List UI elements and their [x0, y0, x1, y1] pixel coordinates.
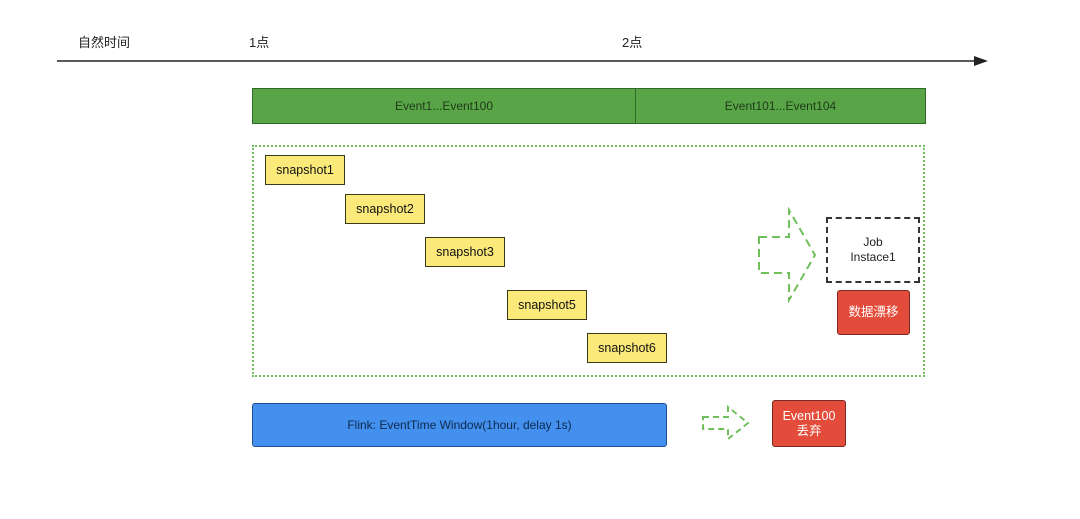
flink-window-bar: Flink: EventTime Window(1hour, delay 1s)	[252, 403, 667, 447]
snapshot-1-label: snapshot1	[276, 163, 334, 177]
snapshot-3: snapshot3	[425, 237, 505, 267]
event-bar-first-label: Event1...Event100	[394, 99, 494, 113]
event-discard-line2: 丢弃	[796, 423, 822, 438]
event-bar-second: Event101...Event104	[635, 88, 926, 124]
snapshot-3-label: snapshot3	[436, 245, 494, 259]
timeline-tick-1: 1点	[249, 35, 270, 50]
timeline-axis-label: 自然时间	[78, 35, 131, 50]
snapshot-5-label: snapshot5	[518, 298, 576, 312]
event-bar-second-label: Event101...Event104	[724, 99, 837, 113]
data-drift-label: 数据漂移	[848, 305, 899, 319]
snapshot-6: snapshot6	[587, 333, 667, 363]
flow-arrow-small-icon	[702, 404, 750, 442]
data-drift-box: 数据漂移	[837, 290, 910, 335]
job-instance-box: Job Instace1	[826, 217, 920, 283]
snapshot-2: snapshot2	[345, 194, 425, 224]
job-instance-line2: Instace1	[850, 250, 896, 264]
flink-window-label: Flink: EventTime Window(1hour, delay 1s)	[347, 418, 572, 432]
event-discard-line1: Event100	[782, 408, 836, 423]
snapshot-6-label: snapshot6	[598, 341, 656, 355]
snapshot-2-label: snapshot2	[356, 202, 414, 216]
timeline-tick-2: 2点	[622, 35, 643, 50]
event-bar-first: Event1...Event100	[252, 88, 636, 124]
snapshot-5: snapshot5	[507, 290, 587, 320]
snapshot-1: snapshot1	[265, 155, 345, 185]
snapshot-region	[252, 145, 925, 377]
job-instance-line1: Job	[863, 235, 883, 249]
flow-arrow-large-icon	[758, 207, 817, 303]
timeline-arrowhead-icon	[974, 56, 988, 66]
event-discard-box: Event100 丢弃	[772, 400, 846, 447]
